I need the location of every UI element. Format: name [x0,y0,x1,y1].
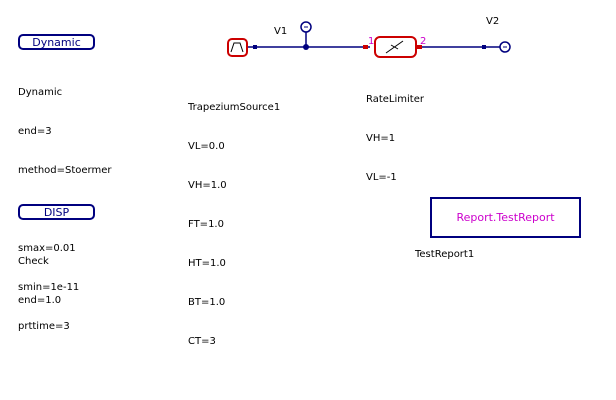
limiter-param: VH=1 [366,133,396,144]
node-v1-label: V1 [274,26,288,37]
source-param: VH=1.0 [188,180,227,191]
test-report-block[interactable]: Report.TestReport [430,197,581,238]
disp-params: Check end=1.0 [18,229,61,320]
dynamic-param: method=Stoermer [18,165,112,176]
limiter-param: VL=-1 [366,172,397,183]
rate-limiter-icon[interactable] [374,36,417,58]
v2-input-port[interactable] [482,45,486,49]
source-param-block: TrapeziumSource1 VL=0.0 VH=1.0 FT=1.0 HT… [188,75,280,361]
limiter-output-port[interactable] [417,45,422,49]
trapezium-pulse-icon[interactable] [227,38,248,57]
dynamic-param: Dynamic [18,87,63,98]
node-v2-label: V2 [486,16,500,27]
source-param: FT=1.0 [188,219,224,230]
source-param: BT=1.0 [188,297,226,308]
limiter-port-out-label: 2 [420,36,427,47]
dynamic-param: smin=1e-11 [18,282,80,293]
v1-probe-icon[interactable] [300,21,312,33]
disp-sim-title: DISP [43,206,70,219]
source-name: TrapeziumSource1 [188,102,281,113]
source-param: HT=1.0 [188,258,226,269]
test-report-name: TestReport1 [415,249,475,260]
dynamic-param: smax=0.01 [18,243,76,254]
limiter-port-in-label: 1 [368,36,375,47]
source-param: CT=3 [188,336,216,347]
source-param: VL=0.0 [188,141,225,152]
junction-node [303,44,309,50]
dynamic-sim-title: Dynamic [32,36,81,49]
limiter-input-port[interactable] [363,45,368,49]
disp-param: end=1.0 [18,295,62,306]
dynamic-sim-button[interactable]: Dynamic [18,34,95,50]
limiter-name: RateLimiter [366,94,424,105]
source-output-port[interactable] [253,45,257,49]
disp-param: Check [18,256,49,267]
v2-probe-icon[interactable] [499,41,511,53]
test-report-label: Report.TestReport [456,211,555,224]
dynamic-param: prttime=3 [18,321,70,332]
disp-sim-button[interactable]: DISP [18,204,95,220]
dynamic-param: end=3 [18,126,52,137]
limiter-param-block: RateLimiter VH=1 VL=-1 [366,67,424,197]
